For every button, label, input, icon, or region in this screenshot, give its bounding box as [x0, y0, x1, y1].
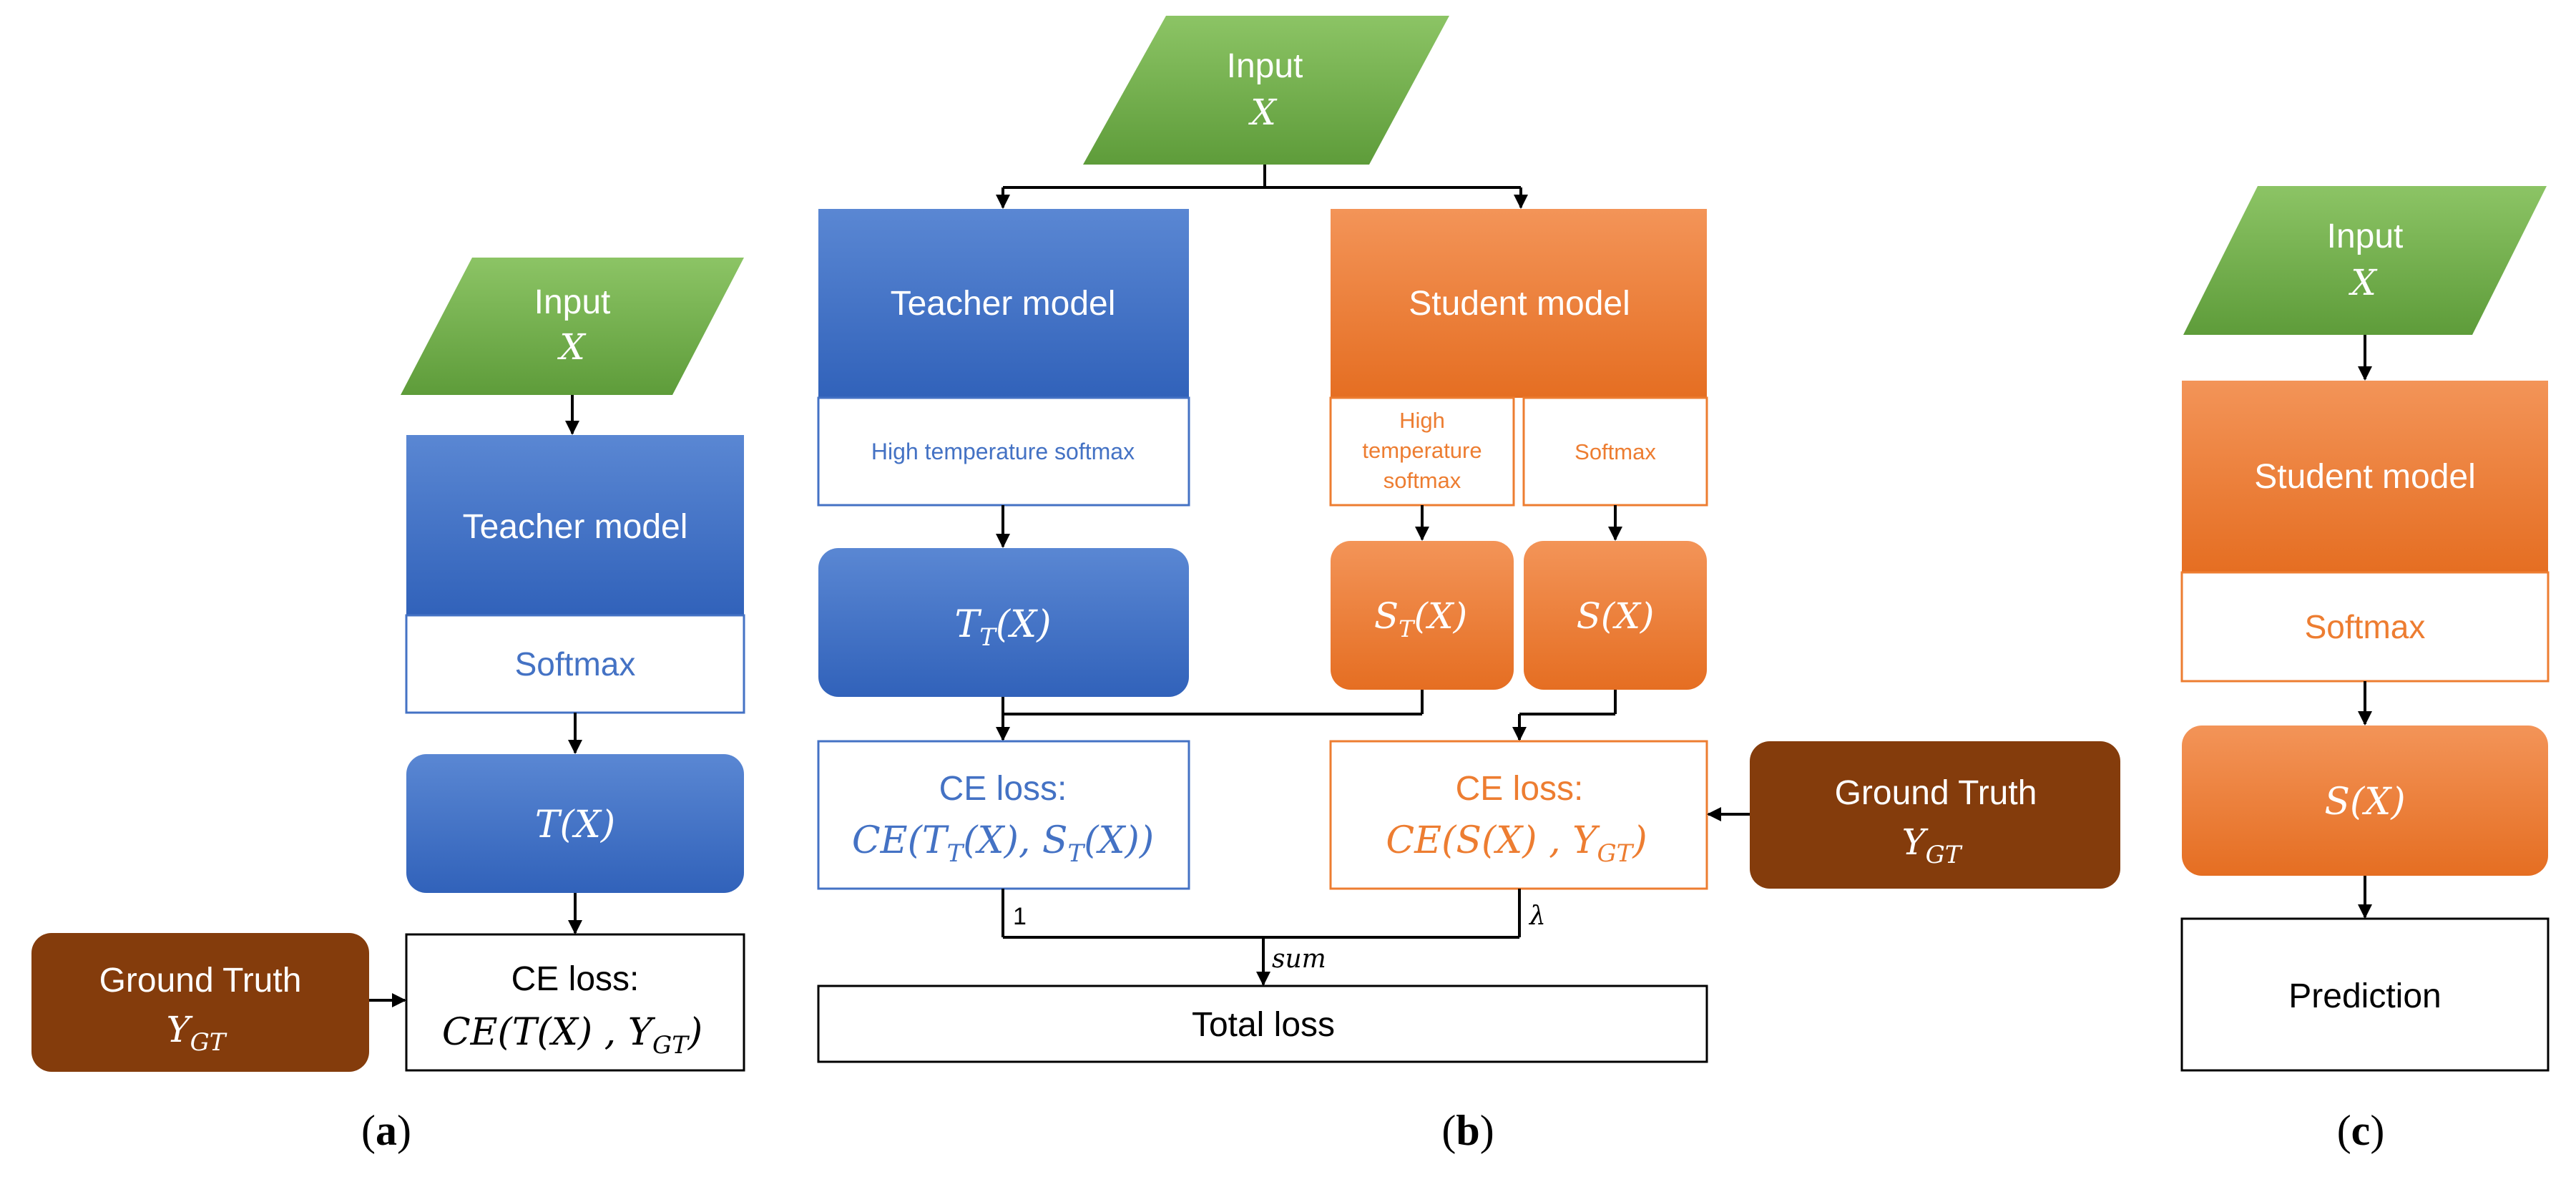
- ground-truth-variable: YGT: [167, 1009, 227, 1057]
- input-label: Input: [534, 283, 611, 321]
- student-soft-output-box: [1331, 541, 1514, 690]
- distillation-loss-expression: CE(TT(X), ST(X)): [852, 819, 1154, 868]
- student-soft-output-label: ST(X): [1374, 595, 1467, 643]
- softmax-label: Softmax: [515, 645, 636, 683]
- sum-label: sum: [1272, 944, 1326, 974]
- teacher-softmax-box: [817, 396, 1190, 507]
- student-loss-expression: CE(S(X) , YGT): [1386, 819, 1647, 868]
- student-softmax-label: Softmax: [1575, 439, 1656, 464]
- teacher-model-label: Teacher model: [463, 508, 688, 546]
- teacher-softmax-label: High temperature softmax: [871, 439, 1135, 464]
- input-variable: X: [557, 326, 587, 368]
- panel-c: Input X Student model Softmax S(X) Predi…: [2180, 186, 2550, 1154]
- student-softmax-box: [1522, 396, 1708, 507]
- teacher-model-label: Teacher model: [891, 285, 1116, 323]
- student-model-label: Student model: [1409, 285, 1630, 323]
- input-variable: X: [2348, 262, 2378, 303]
- teacher-model-box: [406, 435, 744, 615]
- student-loss-weight: λ: [1528, 902, 1546, 931]
- caption-c: (c): [2337, 1107, 2385, 1154]
- ce-loss-expression: CE(T(X) , YGT): [442, 1011, 702, 1060]
- student-loss-title: CE loss:: [1456, 770, 1584, 808]
- teacher-soft-output-label: TT(X): [955, 603, 1052, 652]
- student-ht-softmax-line2: temperature: [1362, 438, 1482, 463]
- input-shape: [2183, 186, 2547, 335]
- ground-truth-box: [31, 933, 369, 1072]
- panel-a: Input X Teacher model Softmax T(X) CE lo…: [31, 258, 745, 1154]
- student-ht-softmax-box: [1329, 396, 1515, 507]
- softmax-box: [2180, 571, 2550, 683]
- student-loss-box: [1329, 740, 1708, 890]
- caption-a: (a): [361, 1107, 411, 1154]
- input-label: Input: [2327, 218, 2404, 255]
- student-output-box: [1524, 541, 1707, 690]
- panel-b: Input X Teacher model High temperature s…: [817, 16, 2120, 1154]
- ce-loss-box: [405, 933, 745, 1072]
- student-model-box: [1331, 209, 1707, 398]
- student-ht-softmax-line3: softmax: [1384, 468, 1461, 493]
- ground-truth-box: [1750, 741, 2120, 889]
- teacher-model-box: [818, 209, 1189, 398]
- total-loss-label: Total loss: [1192, 1006, 1335, 1044]
- prediction-box: [2180, 917, 2550, 1072]
- student-model-box: [2182, 381, 2548, 572]
- student-output-box: [2182, 726, 2548, 876]
- input-variable: X: [1248, 92, 1278, 133]
- student-output-label: S(X): [1577, 595, 1655, 637]
- distillation-loss-title: CE loss:: [939, 770, 1067, 808]
- ground-truth-title: Ground Truth: [1835, 774, 2037, 812]
- teacher-output-box: [406, 754, 744, 893]
- input-shape: [401, 258, 744, 395]
- prediction-label: Prediction: [2288, 977, 2441, 1015]
- student-ht-softmax-line1: High: [1399, 408, 1445, 433]
- softmax-label: Softmax: [2305, 608, 2426, 645]
- total-loss-box: [817, 985, 1708, 1063]
- ground-truth-variable: YGT: [1902, 821, 1963, 869]
- teacher-loss-weight: 1: [1013, 903, 1027, 930]
- student-model-label: Student model: [2254, 458, 2476, 496]
- ground-truth-title: Ground Truth: [99, 962, 302, 1000]
- input-label: Input: [1227, 47, 1303, 85]
- caption-b: (b): [1441, 1107, 1494, 1154]
- distillation-loss-box: [817, 740, 1190, 890]
- input-shape: [1083, 16, 1449, 165]
- teacher-output-label: T(X): [535, 803, 615, 846]
- ce-loss-title: CE loss:: [511, 960, 640, 998]
- softmax-box: [405, 614, 745, 714]
- student-output-label: S(X): [2324, 781, 2405, 824]
- teacher-soft-output-box: [818, 548, 1189, 697]
